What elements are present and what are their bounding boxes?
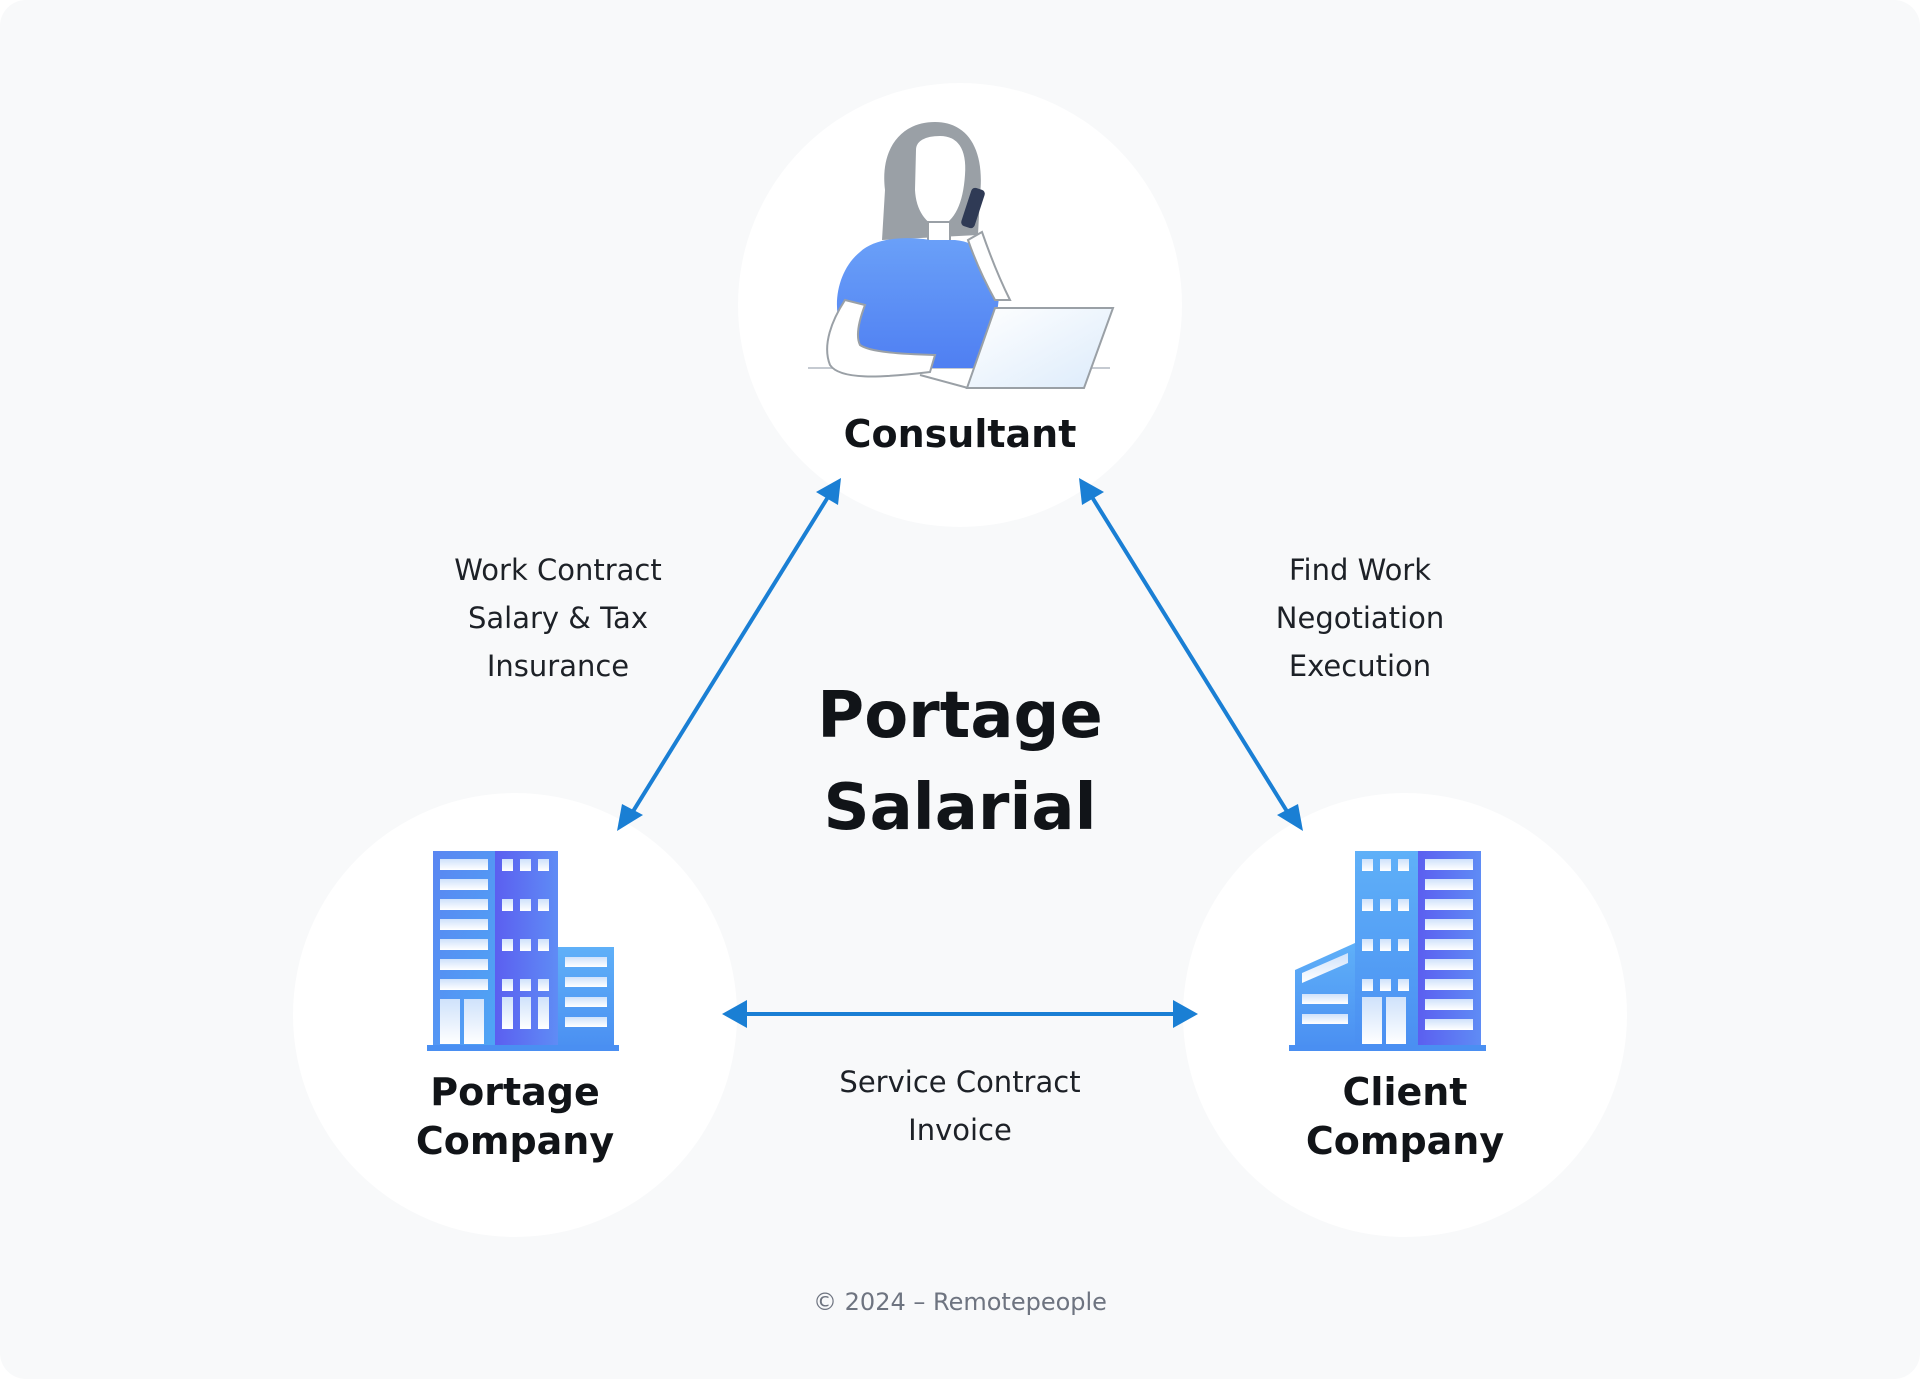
consultant-client-relation-label: Find Work Negotiation Execution [1200, 546, 1520, 690]
center-title: Portage Salarial [760, 670, 1160, 854]
relation-item: Find Work [1288, 553, 1432, 587]
arrow-portage-client [722, 1000, 1198, 1028]
center-title-line2: Salarial [823, 771, 1097, 845]
relation-item: Service Contract [839, 1065, 1081, 1099]
relation-item: Invoice [908, 1113, 1012, 1147]
center-title-line1: Portage [817, 679, 1103, 753]
arrow-consultant-portage [617, 478, 841, 831]
consultant-label: Consultant [780, 410, 1140, 459]
copyright-footer: © 2024 – Remotepeople [813, 1288, 1107, 1316]
portage-company-label-line1: Portage [430, 1070, 600, 1114]
portage-company-label-line2: Company [415, 1119, 615, 1164]
relation-item: Negotiation [1275, 601, 1445, 635]
arrow-consultant-client [1079, 478, 1303, 831]
relation-item: Insurance [486, 649, 630, 683]
client-company-label: Client Company [1225, 1068, 1585, 1167]
portage-client-relation-label: Service Contract Invoice [800, 1058, 1120, 1154]
relation-item: Work Contract [454, 553, 662, 587]
portage-company-label: Portage Company [335, 1068, 695, 1167]
client-company-label-line1: Client [1342, 1070, 1468, 1114]
consultant-portage-relation-label: Work Contract Salary & Tax Insurance [398, 546, 718, 690]
relation-item: Execution [1288, 649, 1432, 683]
office-building-icon [427, 851, 619, 1051]
consultant-label-text: Consultant [843, 412, 1077, 456]
person-on-phone-with-laptop-icon [808, 122, 1115, 389]
client-company-label-line2: Company [1305, 1119, 1505, 1164]
office-building-icon [1289, 851, 1486, 1051]
relation-item: Salary & Tax [468, 601, 648, 635]
